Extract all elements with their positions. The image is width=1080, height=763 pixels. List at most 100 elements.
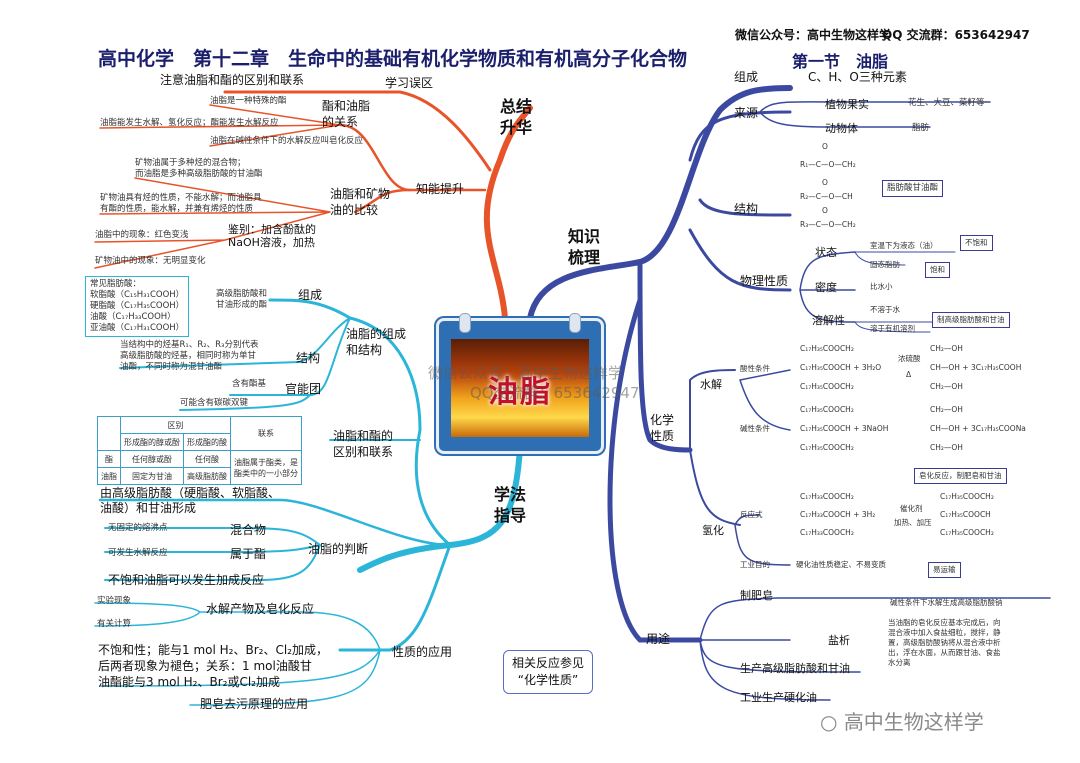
table-row1-acid: 任何酸 xyxy=(183,450,231,468)
fat-ester-item-1: 油脂是一种特殊的酯 xyxy=(210,96,287,106)
judge-ester: 属于酯 xyxy=(230,547,267,561)
h-eq-p2: C₁₇H₃₅COOCH xyxy=(940,510,991,519)
k-liquid: 室温下为液态（油） xyxy=(870,241,938,250)
k-purpose-label: 工业目的 xyxy=(740,560,770,569)
k-soluble: 溶于有机溶剂 xyxy=(870,324,915,333)
difference-label: 油脂和酯的 区别和联系 xyxy=(333,429,394,459)
k-salting: 盐析 xyxy=(828,634,850,647)
center-label: 油脂 xyxy=(488,375,552,410)
base-eq-l1: C₁₇H₃₅COOCH₂ xyxy=(800,405,854,414)
mistakes-label: 学习误区 xyxy=(385,76,434,90)
comp-label: 组成 xyxy=(298,288,323,302)
k-structure-r1: R₁—C—O—CH₂ xyxy=(800,160,856,169)
k-density-value: 比水小 xyxy=(870,282,893,291)
see-also-note: 相关反应参见 “化学性质” xyxy=(503,650,594,694)
k-saturated: 饱和 xyxy=(925,262,950,278)
wechat-account: 微信公众号：高中生物这样学 xyxy=(735,28,892,42)
k-formula-label: 反应式 xyxy=(740,510,763,519)
fatty-acids-box: 常见脂肪酸： 软脂酸（C₁₅H₃₁COOH） 硬脂酸（C₁₇H₃₅COOH） 油… xyxy=(85,276,190,337)
k-composition-value: C、H、O三种元素 xyxy=(808,70,907,84)
struct-note: 当结构中的烃基R₁、R₂、R₃分别代表 高级脂肪酸的烃基，相同时称为单甘 油酯，… xyxy=(120,340,259,372)
base-eq-l3: C₁₇H₃₅COOCH₂ xyxy=(800,443,854,452)
application-label: 性质的应用 xyxy=(392,645,453,659)
center-watermark-wechat: 微信公众号：高中生物这样学 xyxy=(428,364,624,382)
oil-image: 油脂 xyxy=(451,339,589,437)
k-structure-o3: O xyxy=(822,206,828,215)
k-state: 状态 xyxy=(815,246,837,259)
group-item-2: 可能含有碳碳双键 xyxy=(180,398,249,408)
base-eq-p1: CH₂—OH xyxy=(930,405,963,414)
brand-watermark: ○ 高中生物这样学 xyxy=(820,706,984,735)
k-chemical-label: 化学 性质 xyxy=(650,413,675,443)
fat-mineral-item-3: 鉴别：加含酚酞的 NaOH溶液，加热 xyxy=(228,223,316,249)
k-use-label: 用途 xyxy=(646,632,671,646)
k-structure-note: 脂肪酸甘油酯 xyxy=(882,180,944,197)
h-eq-l2: C₁₇H₃₃COOCH + 3H₂ xyxy=(800,510,876,519)
h-eq-l3: C₁₇H₃₃COOCH₂ xyxy=(800,528,854,537)
k-insoluble: 不溶于水 xyxy=(870,305,900,314)
fat-mineral-item-2: 矿物油具有烃的性质，不能水解；而油脂具 有酯的性质，能水解，并兼有烯烃的性质 xyxy=(100,193,262,214)
k-structure-label: 结构 xyxy=(734,202,759,216)
table-row2-alcohol: 固定为甘油 xyxy=(120,467,184,485)
table-header-acid: 形成酯的酸 xyxy=(183,433,231,451)
k-plant-ex: 花生、大豆、菜籽等 xyxy=(908,98,985,108)
k-acid-glycerol: 生产高级脂肪酸和甘油 xyxy=(740,662,850,675)
comp-note: 高级脂肪酸和 甘油形成的酯 xyxy=(216,289,268,310)
acid-eq-p2: CH—OH + 3C₁₇H₃₅COOH xyxy=(930,363,1022,372)
group-item-1: 含有酯基 xyxy=(232,379,267,389)
acid-eq-catalyst: 浓硫酸 xyxy=(898,354,921,363)
acid-eq-l1: C₁₇H₃₅COOCH₂ xyxy=(800,344,854,353)
table-link-cell: 油脂属于酯类，是 酯类中的一小部分 xyxy=(230,450,302,485)
h-eq-catalyst: 催化剂 xyxy=(900,504,923,513)
table-header-link: 联系 xyxy=(230,416,302,451)
h-eq-p1: C₁₇H₃₅COOCH₂ xyxy=(940,492,994,501)
base-eq-l2: C₁₇H₃₅COOCH + 3NaOH xyxy=(800,424,889,433)
group-label: 官能团 xyxy=(285,382,322,396)
comparison-table: 区别 联系 形成酯的醇或酚 形成酯的酸 酯 任何醇或酚 任何酸 油脂属于酯类，是… xyxy=(97,416,302,485)
branch-method: 学法 指导 xyxy=(494,485,527,525)
k-soap: 制肥皂 xyxy=(740,589,773,602)
k-physical-label: 物理性质 xyxy=(740,274,789,288)
k-animal: 动物体 xyxy=(825,122,858,135)
brand-watermark-text: 高中生物这样学 xyxy=(843,710,984,734)
table-row1-alcohol: 任何醇或酚 xyxy=(120,450,184,468)
judge-unsaturated: 不饱和油脂可以发生加成反应 xyxy=(108,573,265,587)
branch-knowledge: 知识 梳理 xyxy=(568,227,601,267)
table-header-diff: 区别 xyxy=(120,416,231,434)
judge-mixture-note: 无固定的熔沸点 xyxy=(108,523,168,533)
k-transport: 易运输 xyxy=(928,562,961,578)
k-acid-condition: 酸性条件 xyxy=(740,364,770,373)
acid-eq-l3: C₁₇H₃₅COOCH₂ xyxy=(800,382,854,391)
oil-phenomenon: 油脂中的现象：红色变浅 xyxy=(95,230,189,240)
fat-ester-item-2: 油脂能发生水解、氢化反应；酯能发生水解反应 xyxy=(100,118,279,128)
hydrolysis-label: 水解产物及皂化反应 xyxy=(206,602,315,616)
judge-label: 油脂的判断 xyxy=(308,542,369,556)
k-hydrolysis: 水解 xyxy=(700,378,722,391)
base-eq-p2: CH—OH + 3C₁₇H₃₅COONa xyxy=(930,424,1026,433)
mineral-phenomenon: 矿物油中的现象：无明显变化 xyxy=(95,256,206,266)
h-eq-condition: 加热、加压 xyxy=(894,518,932,527)
mistakes-note: 注意油脂和酯的区别和联系 xyxy=(160,73,305,87)
acid-eq-p1: CH₂—OH xyxy=(930,344,963,353)
calendar-ring xyxy=(459,313,471,333)
k-solubility: 溶解性 xyxy=(812,314,845,327)
k-soap-note: 碱性条件下水解生成高级脂肪酸钠 xyxy=(890,598,1003,607)
k-plant: 植物果实 xyxy=(825,98,869,111)
table-row2-name: 油脂 xyxy=(97,467,121,485)
acid-eq-l2: C₁₇H₃₅COOCH + 3H₂O xyxy=(800,363,882,372)
fat-ester-item-3: 油脂在碱性条件下的水解反应叫皂化反应 xyxy=(210,136,364,146)
unsaturation-note: 不饱和性；能与1 mol H₂、Br₂、Cl₂加成， 后两者现象为褪色；关系：1… xyxy=(98,643,328,689)
k-animal-ex: 脂肪 xyxy=(912,123,930,133)
table-row1-name: 酯 xyxy=(97,450,121,468)
center-watermark-qq: QQ交流群：653642947 xyxy=(470,384,640,402)
page-title: 高中化学 第十二章 生命中的基础有机化学物质和有机高分子化合物 xyxy=(98,48,688,70)
k-composition-label: 组成 xyxy=(734,70,759,84)
k-source-label: 来源 xyxy=(734,106,759,120)
acid-eq-heat: Δ xyxy=(906,370,912,379)
h-eq-l1: C₁₇H₃₃COOCH₂ xyxy=(800,492,854,501)
composition-label: 油脂的组成 和结构 xyxy=(346,327,407,357)
k-unsaturated: 不饱和 xyxy=(960,235,993,251)
fat-ester-label: 酯和油脂 的关系 xyxy=(322,99,371,129)
